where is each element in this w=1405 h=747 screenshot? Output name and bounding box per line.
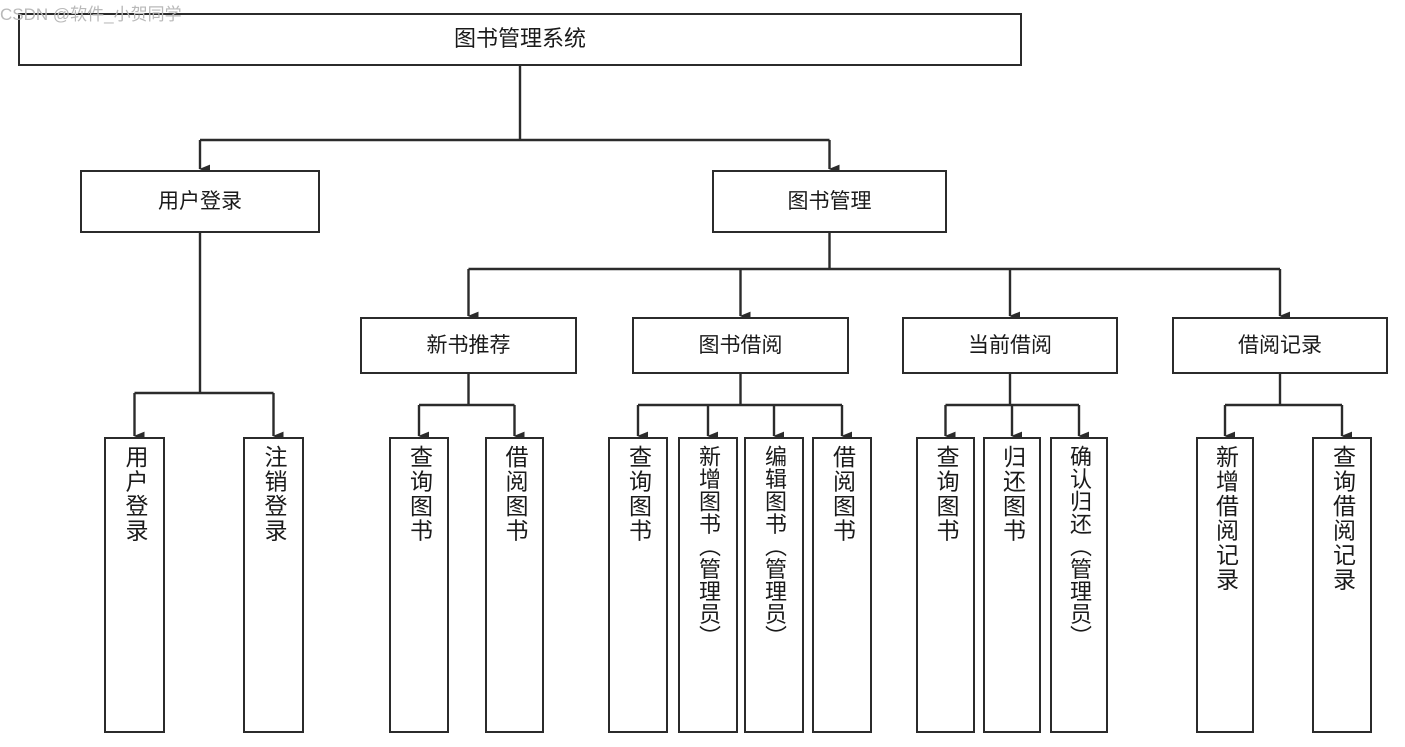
node-leaf_query_book_rec[interactable]: 查询图书 [389,437,449,733]
node-label: 新增图书（管理员） [696,445,721,648]
node-new_book_rec[interactable]: 新书推荐 [360,317,577,374]
node-label: 新书推荐 [426,333,511,357]
node-label: 查询图书 [406,445,433,543]
node-label: 用户登录 [158,189,242,213]
node-book_mgmt[interactable]: 图书管理 [712,170,947,233]
node-current_borrow[interactable]: 当前借阅 [902,317,1118,374]
node-leaf_logout[interactable]: 注销登录 [243,437,304,733]
node-borrow_record[interactable]: 借阅记录 [1172,317,1388,374]
node-leaf_add_book[interactable]: 新增图书（管理员） [678,437,738,733]
node-label: 查询图书 [625,445,652,543]
node-label: 借阅图书 [829,445,856,543]
edge-paths [133,66,1353,441]
node-book_borrow[interactable]: 图书借阅 [632,317,849,374]
node-label: 图书借阅 [698,333,783,357]
node-root[interactable]: 图书管理系统 [18,13,1022,66]
node-user_login[interactable]: 用户登录 [80,170,320,233]
node-label: 借阅图书 [502,445,528,543]
node-leaf_return_book[interactable]: 归还图书 [983,437,1041,733]
node-leaf_borrow_book_rec[interactable]: 借阅图书 [485,437,544,733]
node-label: 编辑图书（管理员） [762,445,787,648]
node-leaf_confirm_return[interactable]: 确认归还（管理员） [1050,437,1108,733]
node-leaf_borrow_book_b[interactable]: 借阅图书 [812,437,872,733]
node-leaf_query_record[interactable]: 查询借阅记录 [1312,437,1372,733]
node-label: 新增借阅记录 [1212,445,1239,592]
node-leaf_user_login[interactable]: 用户登录 [104,437,165,733]
node-label: 查询图书 [933,445,959,543]
node-label: 当前借阅 [968,333,1052,357]
node-label: 图书管理 [787,189,872,213]
node-leaf_query_book_c[interactable]: 查询图书 [916,437,975,733]
node-label: 确认归还（管理员） [1067,445,1092,648]
node-label: 图书管理系统 [453,26,586,52]
node-label: 查询借阅记录 [1329,445,1356,592]
node-leaf_edit_book[interactable]: 编辑图书（管理员） [744,437,804,733]
node-label: 用户登录 [122,445,148,543]
node-leaf_query_book_b[interactable]: 查询图书 [608,437,668,733]
node-label: 注销登录 [261,445,287,543]
node-label: 归还图书 [999,445,1026,543]
node-label: 借阅记录 [1238,333,1322,357]
node-leaf_add_record[interactable]: 新增借阅记录 [1196,437,1254,733]
